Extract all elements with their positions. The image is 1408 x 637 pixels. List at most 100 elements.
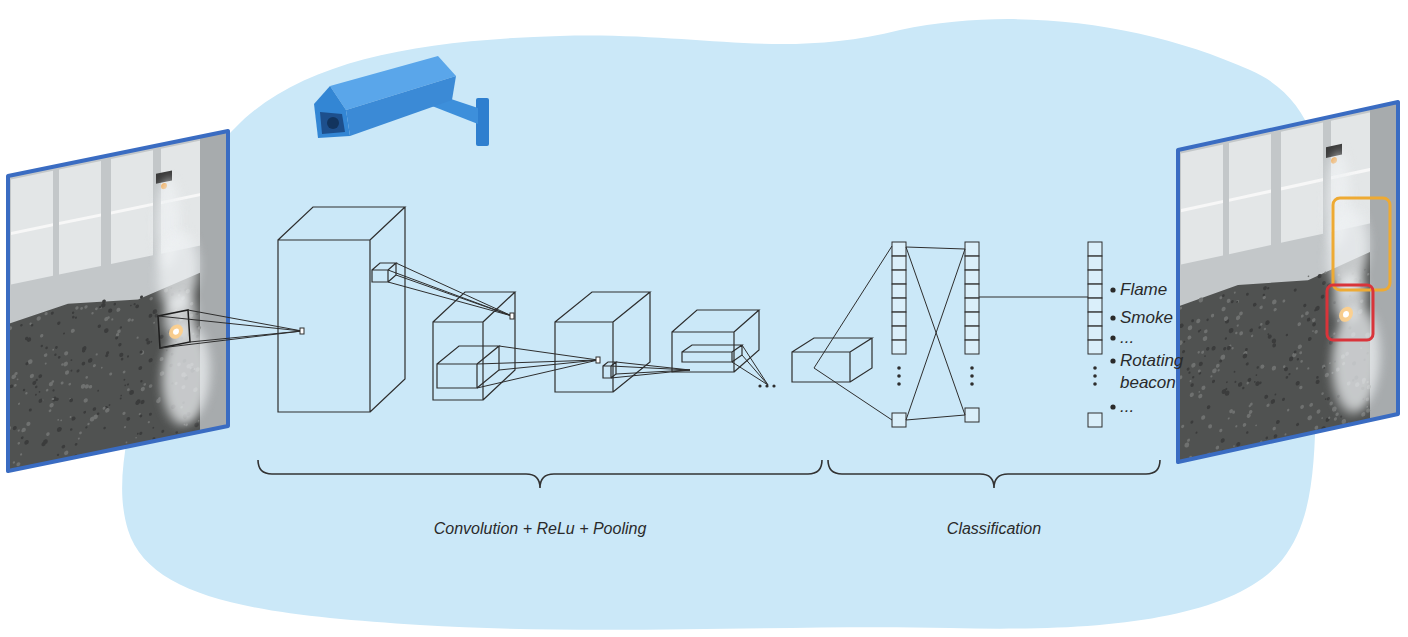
gravel-stone [1239,311,1243,316]
gravel-stone [1255,424,1257,426]
gravel-stone [1286,333,1288,336]
gravel-stone [18,429,20,432]
gravel-stone [1259,305,1262,309]
neuron-cell [965,408,979,422]
gravel-stone [44,353,48,357]
gravel-stone [124,379,126,381]
gravel-stone [1229,328,1234,334]
neuron-cell [1088,242,1102,256]
gravel-stone [1321,392,1324,395]
gravel-stone [134,303,136,306]
gravel-stone [139,431,142,435]
gravel-stone [1201,415,1205,420]
gravel-stone [1275,393,1277,395]
neuron-cell [1088,270,1102,284]
gravel-stone [175,431,178,434]
gravel-stone [68,383,71,386]
gravel-stone [21,436,24,439]
gravel-stone [1312,322,1316,327]
gravel-stone [57,453,59,456]
gravel-stone [1208,424,1212,429]
gravel-stone [1198,351,1200,354]
gravel-stone [49,382,53,387]
gravel-stone [1268,334,1272,339]
gravel-stone [91,312,93,315]
gravel-stone [1307,317,1311,322]
neuron-cell [892,270,906,284]
gravel-stone [1299,385,1302,389]
gravel-stone [1190,380,1192,383]
gravel-stone [1322,364,1326,369]
gravel-stone [1227,345,1231,350]
gravel-stone [1296,367,1298,370]
neuron-cell [1088,326,1102,340]
gravel-stone [1188,371,1190,374]
gravel-stone [116,307,120,312]
class-label: Rotating beacon [1120,350,1204,394]
gravel-stone [1297,358,1299,361]
neuron-cell [1088,340,1102,354]
gravel-stone [17,378,19,380]
gravel-stone [119,352,123,357]
gravel-stone [1226,381,1228,383]
gravel-stone [140,350,143,354]
neuron-cell [892,326,906,340]
gravel-stone [1204,355,1206,357]
gravel-stone [85,376,88,379]
neuron-cell [965,256,979,270]
gravel-stone [37,316,41,321]
gravel-stone [75,316,77,319]
gravel-stone [93,407,97,411]
gravel-stone [1314,330,1317,334]
gravel-stone [1303,303,1306,307]
gravel-stone [1335,412,1338,416]
neuron-cell [1088,298,1102,312]
gravel-stone [1201,350,1204,354]
gravel-stone [71,328,75,333]
gravel-stone [1239,331,1243,336]
gravel-stone [1201,385,1205,390]
gravel-stone [127,355,129,358]
photo-frame [1178,102,1398,462]
projection-line [477,360,598,388]
feature-map-4 [672,310,759,372]
ellipsis-dot [897,366,901,370]
gravel-stone [97,390,99,392]
projection-line [616,362,690,370]
gravel-stone [57,321,60,325]
gravel-stone [140,350,144,355]
feature-map-2 [433,292,515,400]
gravel-stone [58,356,61,359]
gravel-stone [1266,436,1269,439]
gravel-stone [1308,337,1312,342]
gravel-stone [18,442,21,445]
gravel-stone [82,361,86,365]
gravel-stone [1220,354,1225,360]
gravel-stone [160,357,164,362]
gravel-stone [1206,318,1208,321]
gravel-stone [1298,322,1302,327]
camera-lens [327,117,339,129]
gravel-stone [45,346,48,349]
gravel-stone [1258,326,1260,329]
gravel-stone [1188,335,1192,340]
neuron-cell [965,340,979,354]
gravel-stone [1300,404,1304,409]
gravel-stone [1222,306,1226,311]
gravel-stone [49,409,52,412]
gravel-stone [1276,420,1280,425]
gravel-stone [1298,344,1302,349]
gravel-stone [149,358,153,363]
gravel-stone [1271,399,1275,405]
projection-line [396,263,512,316]
gravel-stone [1224,316,1228,322]
gravel-stone [1316,376,1319,379]
classification-brace [828,460,1160,488]
gravel-stone [70,416,72,418]
gravel-stone [46,432,50,436]
gravel-stone [130,305,132,307]
neuron-cell [1088,284,1102,298]
gravel-stone [52,349,54,351]
gravel-stone [1187,438,1190,442]
gravel-stone [1179,323,1183,328]
